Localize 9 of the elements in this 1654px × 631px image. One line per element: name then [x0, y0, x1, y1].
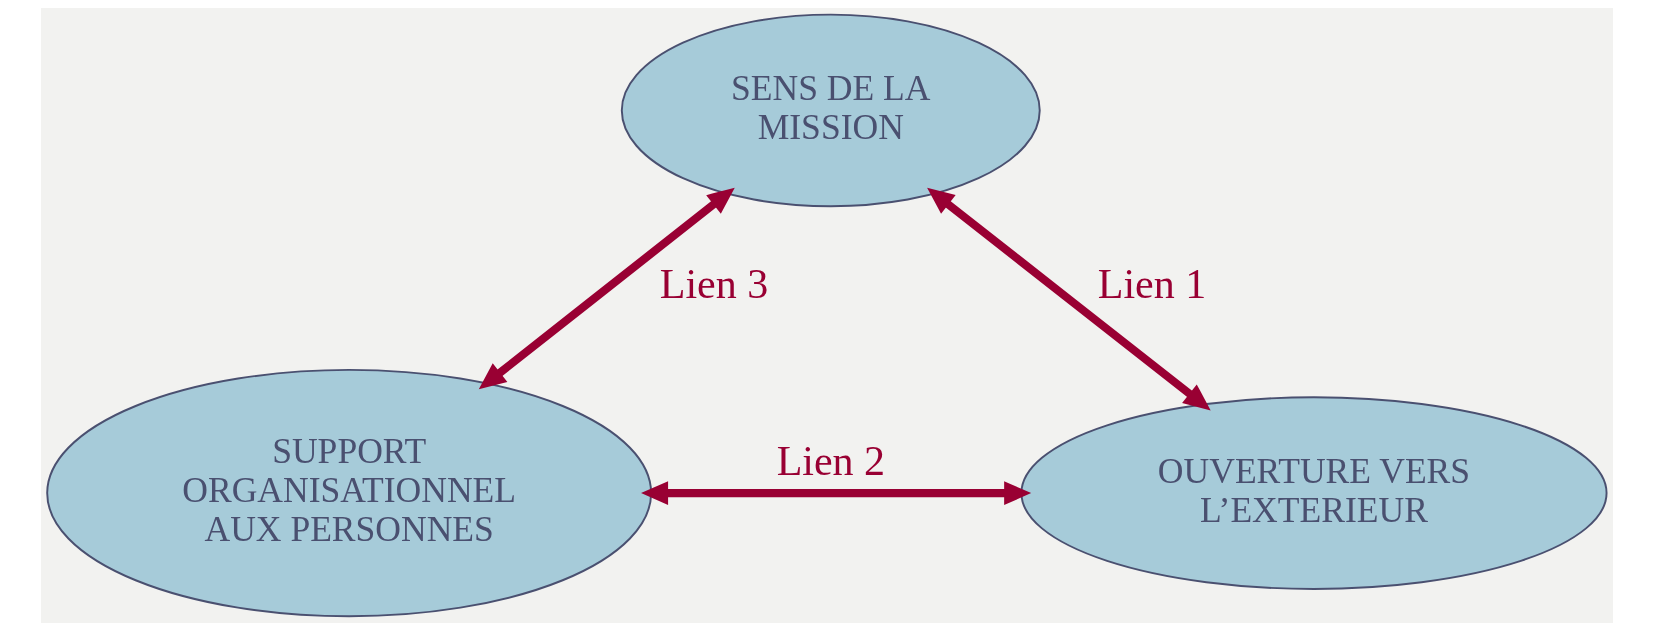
node-ellipse: OUVERTURE VERS L’EXTERIEUR	[1020, 396, 1608, 590]
edge-label: Lien 3	[659, 261, 769, 308]
arrow	[478, 187, 735, 390]
arrow	[927, 187, 1211, 411]
node-ellipse: SENS DE LA MISSION	[620, 13, 1041, 208]
arrow	[641, 481, 1032, 505]
edge-label: Lien 1	[1097, 261, 1207, 308]
edge-label: Lien 2	[776, 438, 886, 484]
node-ellipse: SUPPORT ORGANISATIONNEL AUX PERSONNES	[46, 368, 653, 618]
